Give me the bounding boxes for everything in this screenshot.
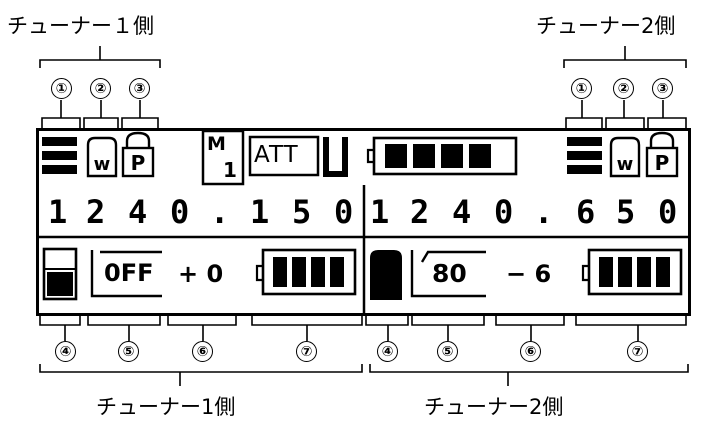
- att-label: ATT: [254, 142, 299, 168]
- freq-left-decimal: .: [210, 193, 230, 231]
- tuner2-bottom-caption: チューナー2側: [424, 395, 564, 419]
- bracket-4-left: [39, 316, 81, 341]
- freq-right-digit: 4: [452, 193, 472, 231]
- mode-right-frame: [410, 250, 486, 298]
- freq-left-digit: 5: [292, 193, 312, 231]
- battery-bottom-right-icon: [581, 248, 683, 296]
- mode-right-value: 80: [432, 259, 467, 288]
- bracket-1-left: [41, 100, 81, 128]
- bracket-1-right: [565, 100, 603, 128]
- lock-right-icon: [645, 131, 679, 178]
- tuner2-bottom-bracket: [369, 364, 689, 386]
- freq-right-digit: 0: [658, 193, 678, 231]
- freq-right-digit: 0: [494, 193, 514, 231]
- lcd-display-frame: [36, 128, 691, 316]
- callout-1-left: ①: [51, 78, 72, 99]
- freq-right-digit: 1: [370, 193, 390, 231]
- callout-2-right: ②: [613, 78, 634, 99]
- lock-right-label: P: [654, 151, 670, 175]
- tuner1-top-caption: チューナー１側: [7, 14, 154, 38]
- antenna-w-left-label: w: [93, 154, 111, 175]
- u-shape-icon: [323, 137, 348, 177]
- lock-left-icon: [121, 131, 155, 178]
- callout-1-right: ①: [571, 78, 592, 99]
- freq-left-digit: 2: [86, 193, 106, 231]
- bracket-6-left: [167, 316, 237, 341]
- bracket-7-left: [251, 316, 363, 341]
- bracket-3-left: [121, 100, 159, 128]
- callout-4-left: ④: [55, 341, 76, 362]
- freq-left-digit: 1: [250, 193, 270, 231]
- tuner1-top-bracket: [39, 46, 161, 68]
- memory-badge-m: M: [207, 133, 226, 155]
- freq-left-digit: 0: [170, 193, 190, 231]
- bracket-3-right: [647, 100, 687, 128]
- freq-right-decimal: .: [534, 193, 554, 231]
- callout-2-left: ②: [90, 78, 111, 99]
- freq-right-digit: 2: [410, 193, 430, 231]
- battery-top-icon: [366, 136, 518, 176]
- memory-badge-1: 1: [223, 158, 237, 182]
- freq-right-digit: 6: [576, 193, 596, 231]
- offset-right-value: − 6: [506, 260, 552, 288]
- callout-7-right: ⑦: [627, 341, 648, 362]
- lock-left-label: P: [130, 151, 146, 175]
- offset-left-value: + 0: [178, 260, 224, 288]
- callout-3-right: ③: [652, 78, 673, 99]
- bracket-5-right: [411, 316, 485, 341]
- antenna-w-right-label: w: [616, 154, 634, 175]
- bracket-7-right: [575, 316, 687, 341]
- memory-badge-frame: [201, 129, 245, 186]
- mode-left-frame: [90, 250, 162, 298]
- tuner1-bottom-caption: チューナー1側: [96, 395, 236, 419]
- bracket-2-right: [605, 100, 645, 128]
- callout-3-left: ③: [129, 78, 150, 99]
- freq-left-digit: 4: [128, 193, 148, 231]
- signal-bars-right-icon: [567, 137, 602, 174]
- frequency-left: 1 2 4 0 . 1 5 0: [40, 196, 362, 232]
- callout-7-left: ⑦: [296, 341, 317, 362]
- callout-5-right: ⑤: [437, 341, 458, 362]
- callout-6-left: ⑥: [192, 341, 213, 362]
- mode-left-value: 0FF: [104, 259, 154, 287]
- freq-left-digit: 1: [48, 193, 68, 231]
- tuner2-top-bracket: [563, 46, 687, 68]
- level-left-icon: [42, 247, 78, 301]
- tuner2-top-caption: チューナー2側: [536, 14, 676, 38]
- callout-4-right: ④: [377, 341, 398, 362]
- bracket-6-right: [495, 316, 565, 341]
- freq-left-digit: 0: [334, 193, 354, 231]
- bracket-5-left: [87, 316, 161, 341]
- callout-5-left: ⑤: [118, 341, 139, 362]
- att-box: [248, 135, 320, 177]
- battery-bottom-left-icon: [255, 248, 357, 296]
- antenna-w-right-icon: [609, 136, 641, 178]
- signal-bars-left-icon: [42, 137, 77, 174]
- freq-right-digit: 5: [616, 193, 636, 231]
- level-right-icon: [370, 250, 402, 300]
- callout-6-right: ⑥: [520, 341, 541, 362]
- bracket-4-right: [365, 316, 409, 341]
- tuner1-bottom-bracket: [39, 364, 363, 386]
- antenna-w-left-icon: [86, 136, 118, 178]
- bracket-2-left: [83, 100, 119, 128]
- frequency-right: 1 2 4 0 . 6 5 0: [366, 196, 688, 232]
